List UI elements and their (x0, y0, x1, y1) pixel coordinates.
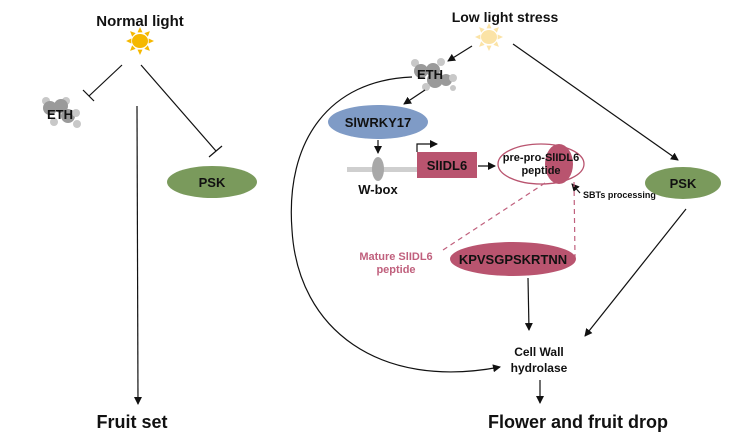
wbox-label: W-box (358, 182, 398, 197)
sun-disc (132, 34, 148, 48)
flower-fruit-drop-outcome: Flower and fruit drop (488, 412, 668, 432)
cleavage-domain (545, 144, 573, 184)
eth-molecule-icon-right (411, 58, 457, 91)
mature-label-line1: Mature SlIDL6 (359, 251, 432, 263)
dashed-line-right (573, 181, 576, 258)
sun-ray (130, 31, 136, 37)
sun-ray (479, 41, 485, 47)
sun-icon-low (475, 23, 503, 51)
prepro-label-line2: peptide (521, 165, 560, 177)
sun-ray (126, 38, 132, 44)
mature-label-line2: peptide (376, 264, 415, 276)
fruit-set-outcome: Fruit set (96, 412, 167, 432)
inhibit-arrow-light-to-psk (140, 64, 223, 158)
sun-ray (479, 27, 485, 33)
sun-icon-normal (126, 27, 154, 55)
eth-molecule-icon-left (42, 97, 81, 128)
prepro-label-line1: pre-pro-SlIDL6 (503, 152, 579, 164)
arrow-to-fruit-set (133, 105, 142, 405)
sun-ray (486, 23, 492, 29)
wbox-element (372, 157, 384, 181)
sun-ray (144, 45, 150, 51)
cell-wall-hydrolase-line1: Cell Wall (514, 345, 564, 359)
curve-eth-to-cell-wall-hydrolase (290, 76, 501, 373)
slwrky17-node (328, 105, 428, 139)
arrow-light-to-psk (512, 43, 679, 161)
sun-ray (130, 45, 136, 51)
sbt-processing-label: SBTs processing (583, 190, 656, 200)
sun-ray (497, 34, 503, 40)
sun-ray (148, 38, 154, 44)
sun-ray (137, 49, 143, 55)
dashed-line-left (442, 182, 546, 251)
sun-ray (493, 27, 499, 33)
mature-peptide-sequence: KPVSGPSKRTNN (459, 252, 567, 267)
psk-node-left (167, 166, 257, 198)
cell-wall-hydrolase-line2: hydrolase (511, 361, 568, 375)
arrow-eth-to-wrky (403, 89, 426, 105)
mature-peptide-node (450, 242, 576, 276)
sun-ray (486, 45, 492, 51)
sun-ray (493, 41, 499, 47)
eth-label-left: ETH (47, 107, 73, 122)
psk-label-right: PSK (670, 176, 697, 191)
eth-label-right: ETH (417, 67, 443, 82)
slidl6-gene-label: SlIDL6 (427, 158, 467, 173)
low-light-title: Low light stress (452, 9, 559, 25)
sun-ray (475, 34, 481, 40)
sun-disc (481, 30, 497, 44)
arrow-mature-to-cwh (524, 277, 533, 331)
slidl6-gene-box (417, 152, 477, 178)
slwrky17-label: SlWRKY17 (345, 115, 411, 130)
psk-label-left: PSK (199, 175, 226, 190)
arrow-light-to-eth (447, 45, 473, 62)
arrow-psk-to-cwh (584, 208, 687, 337)
sun-ray (137, 27, 143, 33)
inhibit-arrow-light-to-eth (82, 64, 123, 102)
arrow-sbt-processing (571, 183, 581, 194)
psk-node-right (645, 167, 721, 199)
transcription-start-arrow (416, 140, 438, 152)
sun-ray (144, 31, 150, 37)
normal-light-title: Normal light (96, 13, 184, 30)
